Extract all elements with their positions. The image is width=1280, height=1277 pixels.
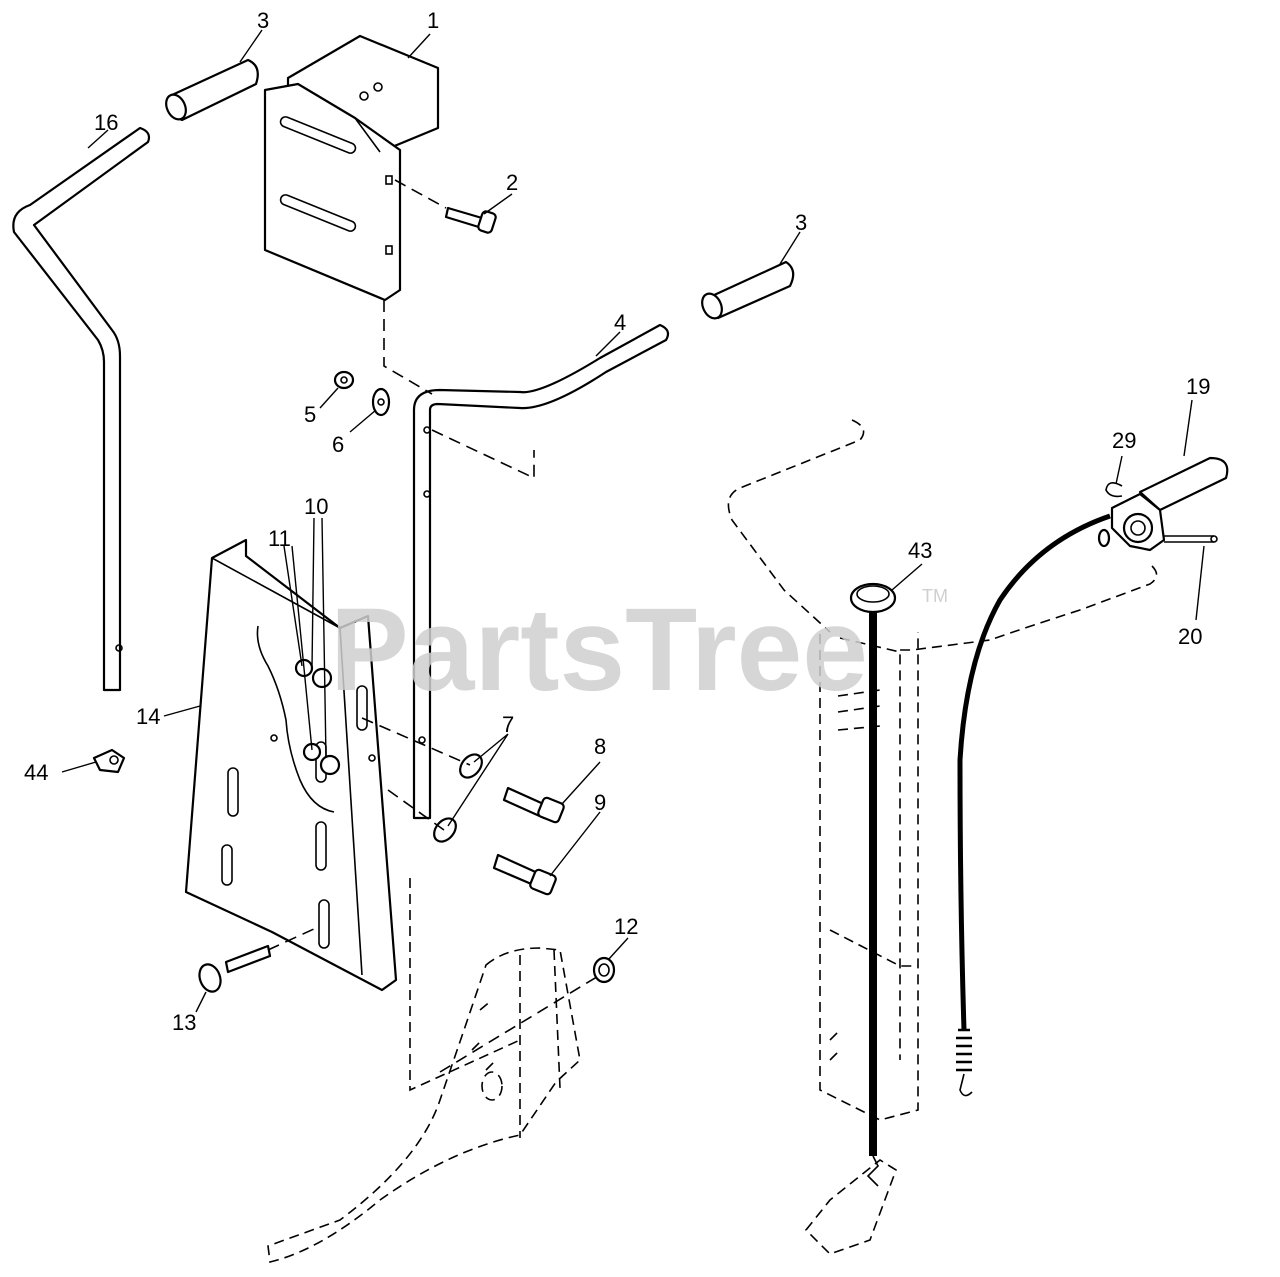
bolt-2[interactable] xyxy=(444,206,497,234)
grip-3-right[interactable] xyxy=(698,260,795,322)
nut-12[interactable] xyxy=(592,956,616,984)
grip-3-left[interactable] xyxy=(162,58,259,123)
clip-29[interactable] xyxy=(1105,482,1123,498)
callout-19: 19 xyxy=(1186,374,1210,399)
bolt-9[interactable] xyxy=(492,853,557,896)
handle-4[interactable] xyxy=(412,323,670,820)
callout-6: 6 xyxy=(332,432,344,457)
rod-43[interactable] xyxy=(849,582,897,1187)
lever-housing-19[interactable] xyxy=(1097,456,1229,552)
washer-6[interactable] xyxy=(371,387,391,417)
control-box-1[interactable] xyxy=(263,34,440,302)
watermark-trademark: TM xyxy=(922,586,948,606)
callout-8: 8 xyxy=(594,734,606,759)
callout-4: 4 xyxy=(614,310,626,335)
callout-14: 14 xyxy=(136,704,160,729)
callout-3-right: 3 xyxy=(795,210,807,235)
callout-44: 44 xyxy=(24,760,48,785)
frame-ghost-lower xyxy=(267,878,601,1263)
callout-2: 2 xyxy=(506,170,518,195)
leader-lines xyxy=(61,29,1205,1013)
callout-3-top: 3 xyxy=(257,8,269,33)
clip-44[interactable] xyxy=(92,748,126,774)
callout-1: 1 xyxy=(427,8,439,33)
handle-16[interactable] xyxy=(12,126,151,692)
watermark-text: PartsTree xyxy=(330,584,868,716)
frame-ghost-right xyxy=(727,419,1158,1255)
callout-labels: 1 2 3 3 4 5 6 7 8 9 10 11 12 13 14 16 19… xyxy=(24,8,1210,1035)
washer-7-lower[interactable] xyxy=(430,814,461,845)
callout-11: 11 xyxy=(268,526,291,551)
carriage-bolt-13[interactable] xyxy=(196,944,272,995)
callout-12: 12 xyxy=(614,914,638,939)
callout-20: 20 xyxy=(1178,624,1202,649)
callout-29: 29 xyxy=(1112,428,1136,453)
pin-20[interactable] xyxy=(1164,535,1218,543)
plate-14[interactable] xyxy=(184,538,398,992)
bolt-8[interactable] xyxy=(502,786,565,824)
callout-10: 10 xyxy=(304,494,328,519)
washers-10-11[interactable] xyxy=(294,658,341,776)
callout-13: 13 xyxy=(172,1010,196,1035)
cable-19[interactable] xyxy=(956,513,1111,1097)
callout-5: 5 xyxy=(304,402,316,427)
callout-43: 43 xyxy=(908,538,932,563)
callout-16: 16 xyxy=(94,110,118,135)
nut-5[interactable] xyxy=(333,370,355,390)
callout-7: 7 xyxy=(502,712,514,737)
callout-9: 9 xyxy=(594,790,606,815)
